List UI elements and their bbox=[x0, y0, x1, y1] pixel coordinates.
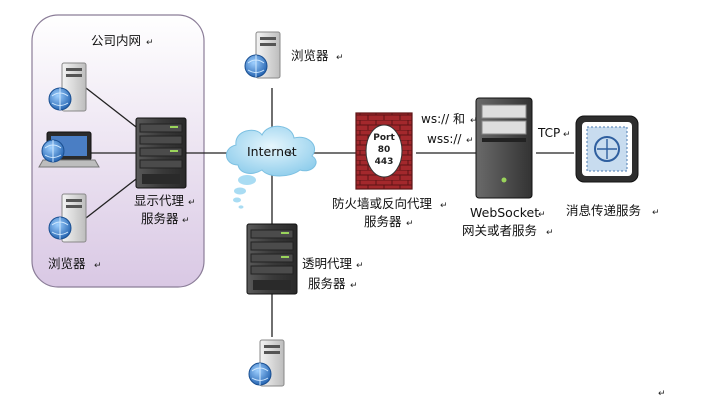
paragraph-mark: ↵ bbox=[94, 261, 102, 271]
gateway-label-line2: 网关或者服务 bbox=[462, 223, 537, 238]
paragraph-mark: ↵ bbox=[406, 219, 414, 229]
explicit-proxy-label-line2: 服务器 bbox=[141, 211, 179, 226]
websocket-gateway-server-icon bbox=[475, 97, 533, 199]
internet-label: Internet bbox=[247, 144, 297, 159]
browser-top-label: 浏览器 bbox=[291, 48, 329, 63]
paragraph-mark: ↵ bbox=[146, 38, 154, 48]
intranet-title: 公司内网 bbox=[91, 33, 141, 48]
paragraph-mark: ↵ bbox=[652, 208, 660, 218]
protocol-label-line1: ws:// 和 bbox=[421, 112, 465, 126]
explicit-proxy-server-icon bbox=[135, 117, 187, 189]
messaging-label: 消息传递服务 bbox=[566, 203, 641, 218]
paragraph-mark: ↵ bbox=[336, 53, 344, 63]
link-pc-bottom-proxy bbox=[85, 175, 141, 219]
transparent-proxy-server-icon bbox=[246, 223, 298, 295]
tcp-label: TCP bbox=[537, 126, 560, 140]
firewall-icon: Port 80 443 bbox=[355, 112, 413, 190]
browser-pc-icon-bottom bbox=[248, 339, 285, 387]
paragraph-mark: ↵ bbox=[538, 210, 546, 220]
paragraph-mark: ↵ bbox=[440, 201, 448, 211]
firewall-label-line2: 服务器 bbox=[364, 214, 402, 229]
client-pc-icon-bottom bbox=[48, 193, 87, 243]
paragraph-mark: ↵ bbox=[182, 216, 190, 226]
client-pc-icon-top bbox=[48, 62, 87, 112]
paragraph-mark: ↵ bbox=[563, 130, 571, 140]
paragraph-mark: ↵ bbox=[350, 281, 358, 291]
paragraph-mark: ↵ bbox=[658, 389, 666, 399]
firewall-port-80: 80 bbox=[378, 145, 391, 155]
explicit-proxy-label-line1: 显示代理 bbox=[134, 193, 185, 208]
firewall-port-label: Port bbox=[373, 133, 395, 143]
protocol-label-line2: wss:// bbox=[427, 132, 462, 146]
gateway-label-line1: WebSocket bbox=[470, 205, 539, 220]
paragraph-mark: ↵ bbox=[188, 198, 196, 208]
paragraph-mark: ↵ bbox=[466, 136, 474, 146]
browser-left-label: 浏览器 bbox=[48, 256, 86, 271]
paragraph-mark: ↵ bbox=[288, 149, 296, 159]
firewall-label-line1: 防火墙或反向代理 bbox=[332, 196, 433, 211]
paragraph-mark: ↵ bbox=[470, 116, 478, 126]
transparent-proxy-label-line1: 透明代理 bbox=[302, 256, 353, 271]
link-pc-top-proxy bbox=[85, 87, 141, 131]
connectors bbox=[82, 87, 574, 337]
laptop-icon bbox=[38, 131, 100, 168]
paragraph-mark: ↵ bbox=[546, 228, 554, 238]
firewall-port-443: 443 bbox=[375, 157, 394, 167]
browser-pc-icon-top bbox=[244, 31, 281, 79]
internet-cloud bbox=[226, 125, 317, 209]
transparent-proxy-label-line2: 服务器 bbox=[308, 276, 346, 291]
messaging-service-icon bbox=[575, 115, 639, 183]
paragraph-mark: ↵ bbox=[356, 261, 364, 271]
